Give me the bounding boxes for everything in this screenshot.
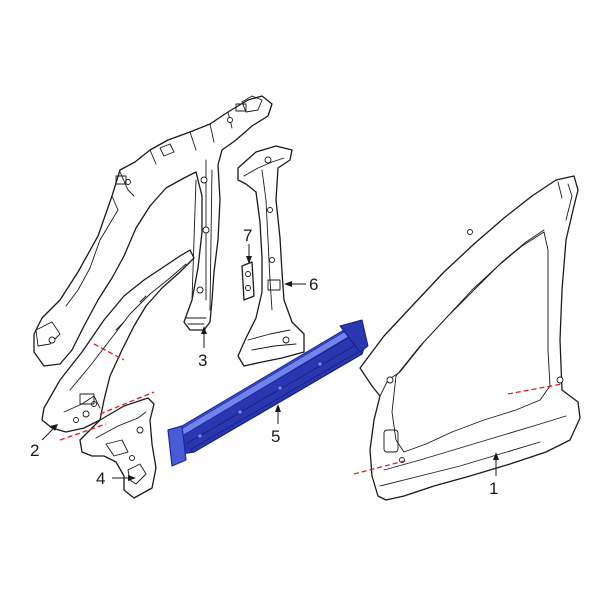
part-6-b-pillar — [237, 145, 305, 367]
cut-line-part-2-lower — [59, 423, 107, 441]
callout-6-number: 6 — [309, 275, 318, 294]
callout-3: 3 — [198, 326, 207, 370]
part-2-hinge-pillar — [41, 249, 195, 433]
callout-2: 2 — [30, 424, 58, 460]
callout-5: 5 — [271, 404, 281, 446]
callout-2-number: 2 — [30, 441, 39, 460]
part-4-lower-reinforcement — [79, 397, 157, 499]
cut-line-part-4 — [99, 391, 155, 415]
cut-line-part-1-left — [353, 459, 409, 475]
part-7-bracket — [241, 261, 255, 301]
callout-7-number: 7 — [243, 226, 252, 245]
callout-5-number: 5 — [271, 427, 280, 446]
callout-4-number: 4 — [96, 469, 105, 488]
callout-7: 7 — [243, 226, 252, 264]
callout-4: 4 — [96, 469, 136, 488]
cut-lines — [59, 343, 563, 475]
callout-6: 6 — [284, 275, 318, 294]
callout-1: 1 — [489, 452, 499, 498]
cut-line-part-2-upper — [93, 343, 125, 361]
part-5-rocker-reinforcement — [167, 319, 369, 467]
part-1-body-side-outer — [359, 175, 581, 501]
callout-1-number: 1 — [489, 479, 498, 498]
cut-line-part-1-right — [507, 383, 563, 395]
callout-3-number: 3 — [198, 351, 207, 370]
part-3-a-pillar-frame — [33, 95, 273, 367]
